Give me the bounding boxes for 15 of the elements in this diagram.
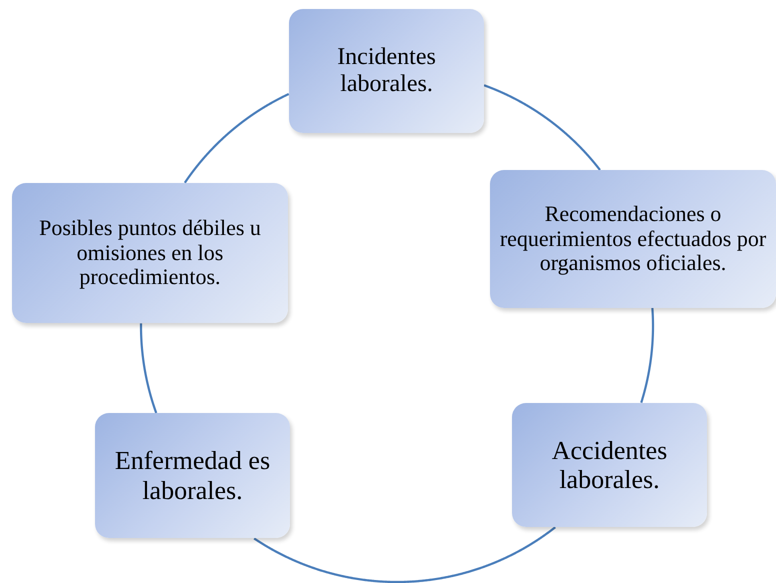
node-text: Accidentes laborales. [550,436,668,494]
connector-arc [254,526,556,583]
node-text: Incidentes laborales. [336,44,437,98]
connector-arc [140,322,158,414]
node-text: Enfermedad es laborales. [114,446,272,505]
process-box [490,170,776,308]
connector-arc [184,93,290,184]
process-box [95,413,290,538]
connector-arc [483,84,601,171]
node-text: Posibles puntos débiles u omisiones en los procedimientos. [38,216,262,290]
process-box [12,183,288,323]
process-box [512,403,707,527]
node-text: Recomendaciones o requerimientos efectuados por organismos oficiales. [498,202,768,276]
connector-arc [640,307,654,404]
process-box [289,9,484,133]
